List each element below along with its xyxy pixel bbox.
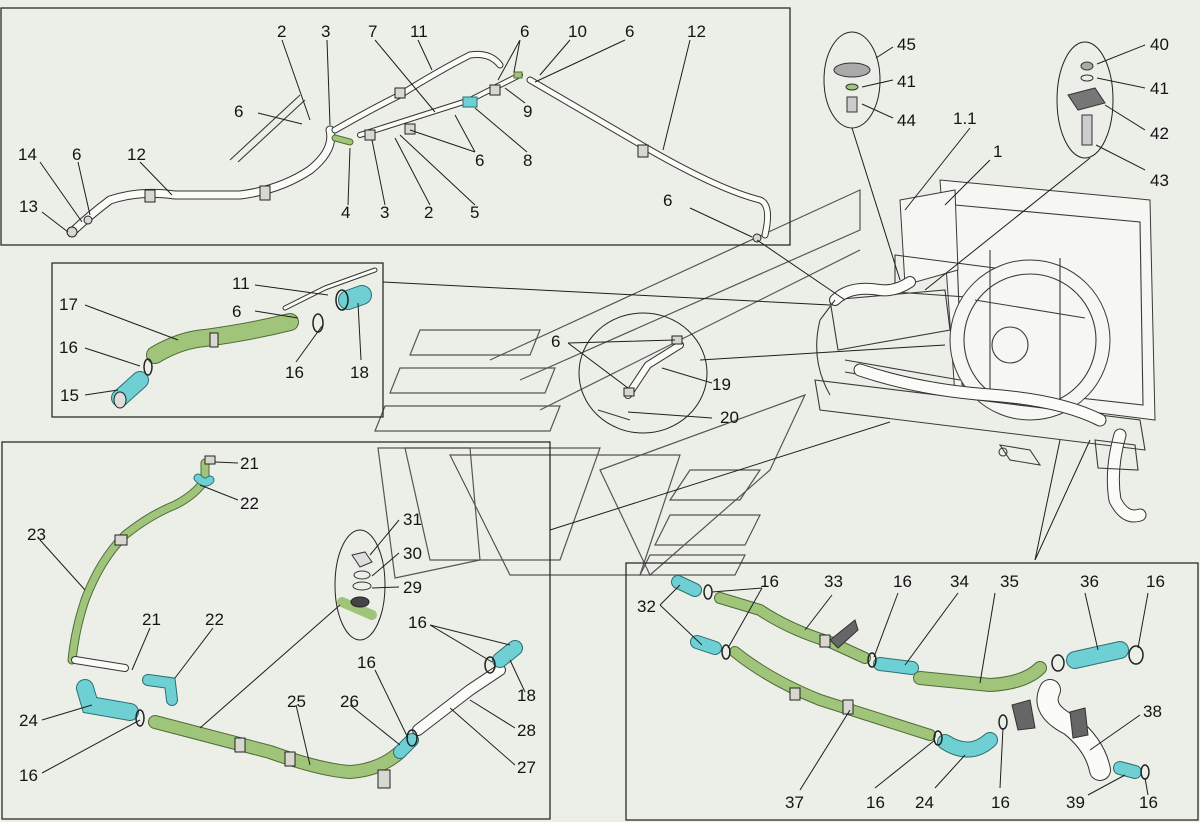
callout-p4-8: 38	[1143, 702, 1162, 721]
callout-p1-0: 2	[277, 22, 286, 41]
callout-p1-28: 42	[1150, 124, 1169, 143]
callout-p3-15: 30	[403, 544, 422, 563]
callout-p3-7: 25	[287, 692, 306, 711]
callout-p1-27: 41	[1150, 79, 1169, 98]
callout-p1-7: 12	[687, 22, 706, 41]
callout-p3-10: 27	[517, 758, 536, 777]
callout-p3-13: 16	[408, 613, 427, 632]
callout-p4-12: 16	[991, 793, 1010, 812]
callout-p4-7: 16	[1146, 572, 1165, 591]
callout-p3-16: 29	[403, 578, 422, 597]
mid-detail-bubble	[578, 312, 708, 434]
callout-p1-12: 5	[470, 203, 479, 222]
callout-p1-6: 6	[625, 22, 634, 41]
callout-p4-6: 36	[1080, 572, 1099, 591]
callout-p4-14: 16	[1139, 793, 1158, 812]
callout-p3-3: 21	[142, 610, 161, 629]
callout-p1-17: 6	[72, 145, 81, 164]
callout-p1-1: 3	[321, 22, 330, 41]
callout-p1-13: 2	[424, 203, 433, 222]
radiator-assembly	[814, 179, 1156, 523]
callout-p4-11: 24	[915, 793, 934, 812]
callout-p4-2: 33	[824, 572, 843, 591]
callout-p3-12: 18	[517, 686, 536, 705]
callout-p1-15: 4	[341, 203, 350, 222]
callout-p1-2: 7	[368, 22, 377, 41]
callout-p1-14: 3	[380, 203, 389, 222]
callout-p2-1: 6	[232, 302, 241, 321]
callout-p3-11: 28	[517, 721, 536, 740]
callout-p4-9: 37	[785, 793, 804, 812]
callout-p3-2: 23	[27, 525, 46, 544]
callout-p2-6: 15	[60, 386, 79, 405]
callout-p1-16: 14	[18, 145, 37, 164]
cap-detail-40	[1056, 41, 1114, 159]
callout-mid-2: 20	[720, 408, 739, 427]
leader-lines	[39, 39, 1149, 796]
callout-p1-26: 40	[1150, 35, 1169, 54]
callout-p3-1: 22	[240, 494, 259, 513]
callout-p3-9: 16	[357, 653, 376, 672]
panel-upper-hoses	[0, 7, 791, 246]
callout-p2-2: 17	[59, 295, 78, 314]
callout-p2-0: 11	[232, 274, 250, 293]
callout-p1-4: 6	[520, 22, 529, 41]
callout-p2-3: 16	[59, 338, 78, 357]
callout-p1-18: 12	[127, 145, 146, 164]
callout-p3-6: 16	[19, 766, 38, 785]
callout-mid-0: 6	[551, 332, 560, 351]
callout-p1-22: 1	[993, 142, 1002, 161]
callout-p3-4: 22	[205, 610, 224, 629]
callout-p3-8: 26	[340, 692, 359, 711]
callout-p1-3: 11	[410, 22, 428, 41]
callout-p1-10: 8	[523, 151, 532, 170]
callout-p4-3: 16	[893, 572, 912, 591]
callout-p1-24: 41	[897, 72, 916, 91]
callout-p4-1: 16	[760, 572, 779, 591]
panel-lower-right-hoses	[625, 562, 1199, 821]
callout-p1-5: 10	[568, 22, 587, 41]
panel-lower-left-hoses	[1, 441, 551, 820]
cap-detail-45	[823, 31, 881, 129]
callout-p1-25: 44	[897, 111, 916, 130]
callout-p4-5: 35	[1000, 572, 1019, 591]
callout-p1-9: 9	[523, 102, 532, 121]
callout-p1-29: 43	[1150, 171, 1169, 190]
callout-p4-10: 16	[866, 793, 885, 812]
watermark-logo	[374, 189, 861, 579]
callout-p3-14: 31	[403, 510, 422, 529]
callout-p1-19: 13	[19, 197, 38, 216]
callout-p2-5: 18	[350, 363, 369, 382]
callout-p4-4: 34	[950, 572, 969, 591]
callout-mid-1: 19	[712, 375, 731, 394]
callout-p1-21: 1.1	[953, 109, 977, 128]
callout-p1-20: 6	[663, 191, 672, 210]
callout-p1-23: 45	[897, 35, 916, 54]
callout-p3-5: 24	[19, 711, 38, 730]
callout-labels: 2 3 7 11 6 10 6 12 6 9 8 6 5 2 3 4 14 6 …	[18, 22, 1169, 812]
callout-p1-11: 6	[475, 151, 484, 170]
callout-p4-0: 32	[637, 597, 656, 616]
callout-p2-4: 16	[285, 363, 304, 382]
panel-middle-hoses	[51, 262, 384, 418]
callout-p3-0: 21	[240, 454, 259, 473]
callout-p1-8: 6	[234, 102, 243, 121]
callout-p4-13: 39	[1066, 793, 1085, 812]
